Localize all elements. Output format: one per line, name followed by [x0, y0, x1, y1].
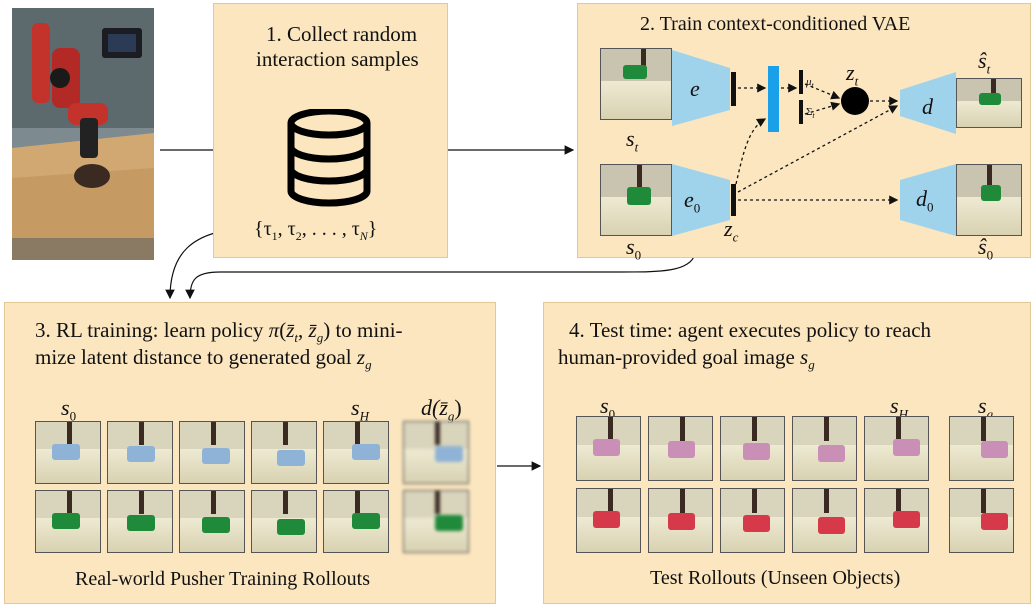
rollout-thumbnail: [251, 490, 317, 553]
s0-hat-label: ŝ0: [978, 234, 994, 263]
dataset-label: {τ1, τ2, . . . , τN}: [254, 218, 378, 243]
encoder-e-shape: [672, 50, 730, 126]
collect-title-line2: interaction samples: [256, 47, 419, 71]
rl-title-line1: 3. RL training: learn policy π(z̄t, z̄g)…: [35, 318, 403, 346]
s0-label: s0: [626, 234, 642, 263]
rollout-thumbnail: [648, 488, 713, 553]
zc-label: zc: [724, 216, 739, 245]
test-rollout-grid: [576, 416, 1022, 556]
test-col-sH: sH: [890, 393, 908, 422]
rollout-thumbnail: [949, 488, 1014, 553]
test-col-goal: sg: [978, 393, 994, 422]
rollout-thumbnail: [864, 488, 929, 553]
frame-st-hat: [956, 78, 1022, 128]
rollout-thumbnail: [403, 490, 469, 553]
mu-label: μt: [806, 76, 814, 91]
rl-col-sH: sH: [351, 395, 369, 424]
rollout-thumbnail: [576, 416, 641, 481]
test-title-line2: human-provided goal image sg: [558, 345, 815, 373]
rollout-thumbnail: [323, 490, 389, 553]
vae-title: 2. Train context-conditioned VAE: [640, 13, 911, 35]
rollout-thumbnail: [792, 488, 857, 553]
frame-s0-hat: [956, 164, 1022, 236]
rollout-thumbnail: [179, 421, 245, 484]
panel-vae: 2. Train context-conditioned VAE: [577, 3, 1031, 262]
rollout-thumbnail: [403, 421, 469, 484]
rl-col-s0: s0: [61, 395, 77, 424]
rollout-thumbnail: [179, 490, 245, 553]
encoder-e0-label: e0: [684, 187, 701, 216]
rl-col-goal: d(z̄g): [421, 395, 462, 424]
panel-test: 4. Test time: agent executes policy to r…: [543, 302, 1031, 604]
rl-caption: Real-world Pusher Training Rollouts: [75, 568, 371, 590]
rl-title-line2: mize latent distance to generated goal z…: [35, 345, 372, 373]
robot-photo-illustration: [12, 8, 154, 260]
encoder-e-label: e: [690, 76, 700, 101]
test-col-s0: s0: [600, 393, 616, 422]
rollout-thumbnail: [107, 490, 173, 553]
frame-st: [600, 48, 672, 120]
rollout-thumbnail: [864, 416, 929, 481]
rollout-thumbnail: [576, 488, 641, 553]
rollout-thumbnail: [107, 421, 173, 484]
arrow-vae-to-rl: [185, 253, 696, 300]
rollout-thumbnail: [949, 416, 1014, 481]
rollout-thumbnail: [323, 421, 389, 484]
rollout-thumbnail: [720, 488, 785, 553]
st-hat-label: ŝt: [978, 48, 991, 77]
decoder-d0-shape: [900, 164, 956, 236]
database-icon: [287, 109, 371, 207]
rollout-thumbnail: [720, 416, 785, 481]
rl-rollout-grid: [35, 421, 491, 556]
sigma-label: Σt: [806, 106, 815, 121]
encoder-e0-shape: [672, 164, 730, 236]
vae-network: [672, 50, 956, 236]
frame-s0: [600, 164, 672, 236]
robot-photo: [12, 8, 154, 260]
zt-label: zt: [846, 60, 859, 89]
test-caption: Test Rollouts (Unseen Objects): [650, 567, 901, 589]
rollout-thumbnail: [792, 416, 857, 481]
rollout-thumbnail: [35, 421, 101, 484]
rollout-thumbnail: [648, 416, 713, 481]
collect-title-line1: 1. Collect random: [266, 22, 418, 46]
panel-collect: 1. Collect random interaction samples {τ…: [213, 3, 448, 258]
rollout-thumbnail: [35, 490, 101, 553]
rollout-thumbnail: [251, 421, 317, 484]
latent-bar: [768, 66, 779, 132]
st-label: st: [626, 126, 639, 155]
zt-node: [841, 87, 869, 115]
decoder-d0-label: d0: [916, 186, 934, 215]
panel-rl: 3. RL training: learn policy π(z̄t, z̄g)…: [4, 302, 496, 604]
test-title-line1: 4. Test time: agent executes policy to r…: [569, 318, 932, 342]
decoder-d-shape: [900, 72, 956, 134]
decoder-d-label: d: [922, 94, 933, 119]
